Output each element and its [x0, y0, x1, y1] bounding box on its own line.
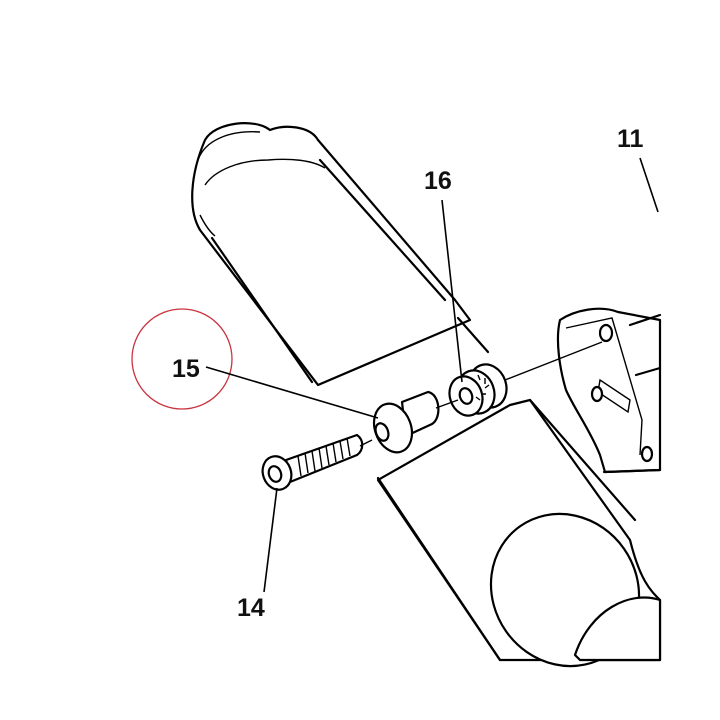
highlight-circle: [131, 308, 233, 410]
upper-cylinder: [191, 122, 490, 387]
assembly-axis: [359, 341, 603, 447]
leader-line-15: [205, 366, 379, 419]
callout-11: 11: [617, 125, 644, 153]
mounting-bracket: [556, 307, 662, 474]
part-16-grommet: [448, 363, 508, 417]
leader-line-16: [441, 199, 463, 383]
part-15-spacer: [372, 390, 440, 454]
callout-14: 14: [237, 594, 265, 622]
callout-15: 15: [172, 355, 200, 383]
part-14-bolt: [261, 433, 364, 491]
callout-16: 16: [424, 167, 452, 195]
lower-cylinder: [376, 398, 662, 668]
leader-line-11: [639, 157, 659, 213]
leader-line-14: [263, 487, 278, 593]
